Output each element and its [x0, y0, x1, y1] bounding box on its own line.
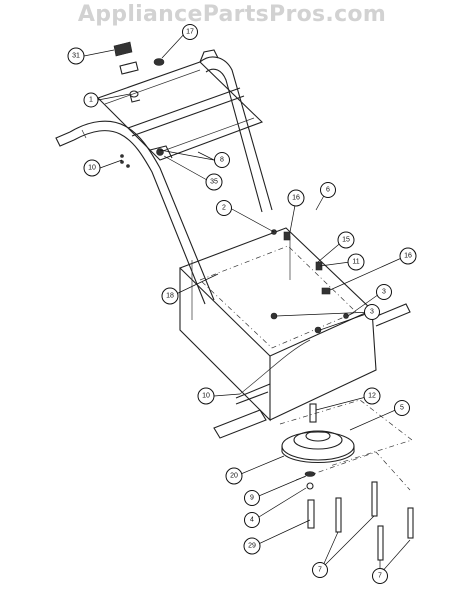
svg-text:4: 4 [250, 517, 254, 524]
frame-assembly [178, 227, 411, 439]
svg-text:18: 18 [166, 293, 174, 300]
callout-31: 31 [67, 47, 85, 65]
callout-7-right: 7 [372, 568, 388, 584]
svg-text:7: 7 [378, 573, 382, 580]
svg-text:8: 8 [220, 157, 224, 164]
callout-29: 29 [243, 537, 261, 555]
callout-10-lower: 10 [197, 387, 215, 405]
svg-text:6: 6 [326, 187, 330, 194]
svg-text:3: 3 [382, 289, 386, 296]
callout-10-upper: 10 [83, 159, 101, 177]
pulley-assembly [279, 399, 414, 561]
svg-text:16: 16 [292, 195, 300, 202]
svg-text:17: 17 [186, 29, 194, 36]
callout-11: 11 [347, 253, 365, 271]
svg-text:7: 7 [318, 567, 322, 574]
callout-3-lower: 3 [364, 304, 380, 320]
svg-text:10: 10 [202, 393, 210, 400]
svg-text:31: 31 [72, 53, 80, 60]
callout-16-lower: 16 [399, 247, 417, 265]
svg-text:16: 16 [404, 253, 412, 260]
callout-4: 4 [244, 512, 260, 528]
svg-text:15: 15 [342, 237, 350, 244]
svg-text:11: 11 [352, 259, 359, 266]
callout-20: 20 [225, 467, 243, 485]
callout-2: 2 [216, 200, 232, 216]
top-small-parts [113, 41, 165, 168]
svg-text:5: 5 [400, 405, 404, 412]
callout-16-upper: 16 [287, 189, 305, 207]
callout-8: 8 [214, 152, 230, 168]
svg-text:10: 10 [88, 165, 96, 172]
callout-7-left: 7 [312, 562, 328, 578]
callout-17: 17 [182, 24, 198, 40]
leader-lines [83, 31, 411, 575]
handle-assembly [55, 49, 273, 305]
svg-text:35: 35 [210, 179, 218, 186]
svg-text:12: 12 [368, 393, 376, 400]
callout-15: 15 [337, 231, 355, 249]
callout-3-upper: 3 [376, 284, 392, 300]
svg-text:2: 2 [222, 205, 226, 212]
callout-5: 5 [394, 400, 410, 416]
svg-text:9: 9 [250, 495, 254, 502]
callout-12: 12 [363, 387, 381, 405]
callout-9: 9 [244, 490, 260, 506]
callout-1: 1 [83, 92, 99, 108]
svg-text:20: 20 [230, 473, 238, 480]
callout-6: 6 [320, 182, 336, 198]
svg-text:3: 3 [370, 309, 374, 316]
svg-text:1: 1 [89, 97, 93, 104]
svg-text:29: 29 [248, 543, 256, 550]
callout-18: 18 [161, 287, 179, 305]
callout-35: 35 [205, 173, 223, 191]
watermark-logo: AppliancePartsPros.com [77, 2, 387, 27]
